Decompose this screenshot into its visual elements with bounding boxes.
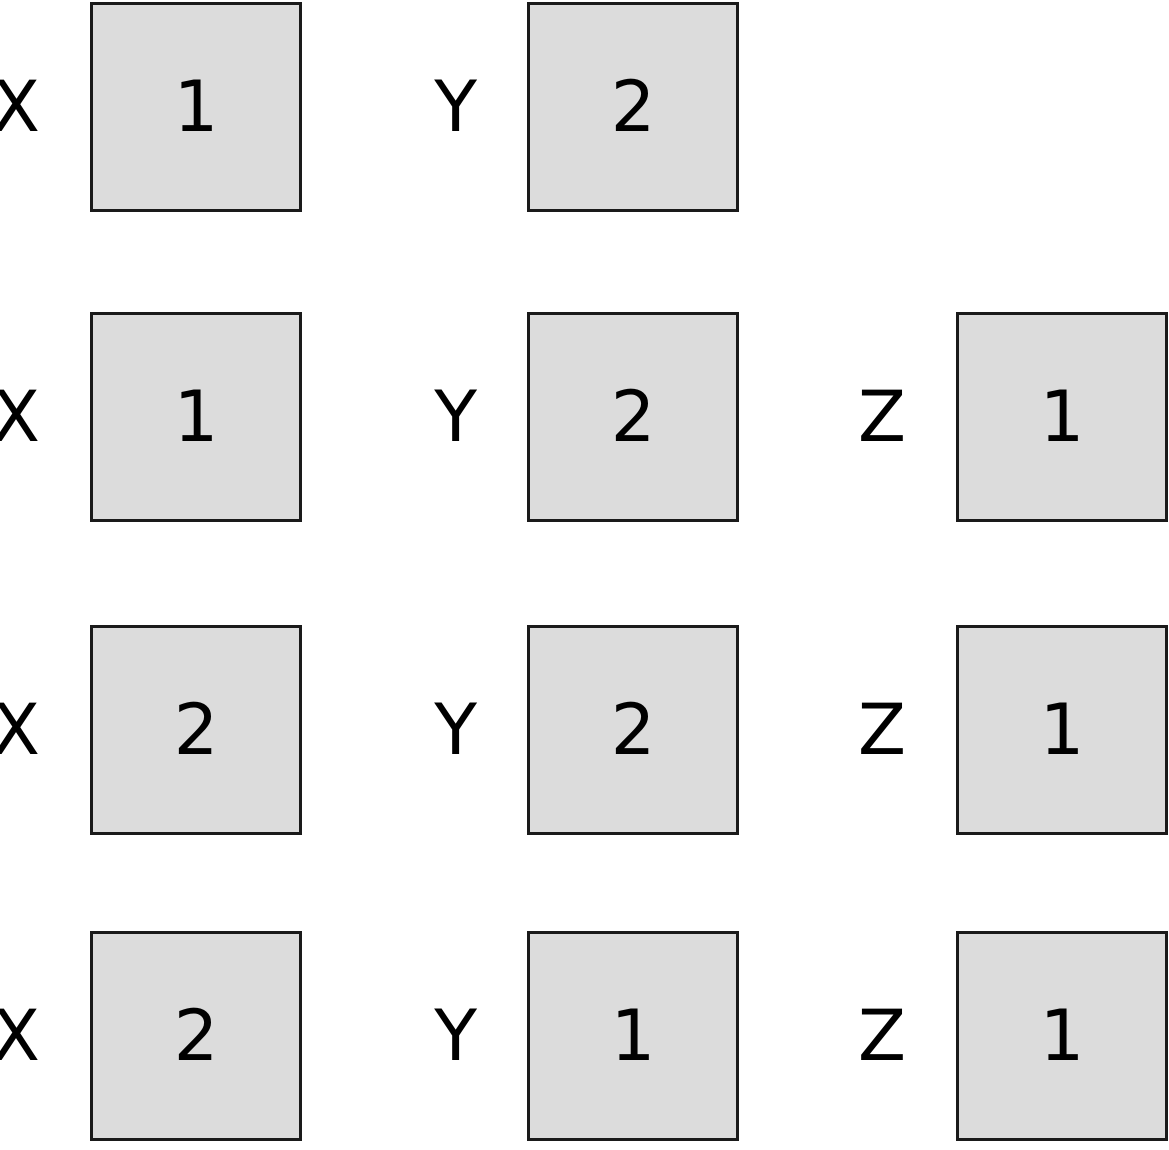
variable-label-x: X xyxy=(0,689,40,771)
trace-cell: Y 2 xyxy=(377,2,739,212)
value-text: 2 xyxy=(173,995,219,1077)
variable-label-y: Y xyxy=(434,689,477,771)
trace-cell: Z 1 xyxy=(806,312,1168,522)
variable-label-y: Y xyxy=(434,995,477,1077)
value-box: 1 xyxy=(90,312,302,522)
variable-label-z: Z xyxy=(858,376,906,458)
value-text: 2 xyxy=(610,376,656,458)
variable-label-x: X xyxy=(0,376,40,458)
trace-cell: Z 1 xyxy=(806,625,1168,835)
trace-cell: X 2 xyxy=(0,625,302,835)
value-text: 2 xyxy=(610,689,656,771)
value-text: 1 xyxy=(1039,689,1085,771)
variable-label-y: Y xyxy=(434,66,477,148)
trace-cell: Y 1 xyxy=(377,931,739,1141)
value-box: 2 xyxy=(90,625,302,835)
value-text: 1 xyxy=(610,995,656,1077)
value-text: 2 xyxy=(173,689,219,771)
variable-label-x: X xyxy=(0,66,40,148)
variable-label-z: Z xyxy=(858,689,906,771)
value-box: 1 xyxy=(956,312,1168,522)
value-box: 1 xyxy=(956,625,1168,835)
variable-label-y: Y xyxy=(434,376,477,458)
value-box: 2 xyxy=(527,2,739,212)
value-text: 1 xyxy=(173,66,219,148)
trace-cell: Y 2 xyxy=(377,625,739,835)
trace-cell: X 1 xyxy=(0,312,302,522)
value-text: 1 xyxy=(1039,995,1085,1077)
value-box: 1 xyxy=(956,931,1168,1141)
value-text: 2 xyxy=(610,66,656,148)
value-box: 2 xyxy=(527,312,739,522)
value-box: 2 xyxy=(527,625,739,835)
trace-cell: X 2 xyxy=(0,931,302,1141)
variable-label-z: Z xyxy=(858,995,906,1077)
trace-cell: X 1 xyxy=(0,2,302,212)
value-box: 2 xyxy=(90,931,302,1141)
value-text: 1 xyxy=(1039,376,1085,458)
trace-cell: Z 1 xyxy=(806,931,1168,1141)
variable-label-x: X xyxy=(0,995,40,1077)
value-box: 1 xyxy=(90,2,302,212)
trace-cell: Y 2 xyxy=(377,312,739,522)
value-box: 1 xyxy=(527,931,739,1141)
value-text: 1 xyxy=(173,376,219,458)
